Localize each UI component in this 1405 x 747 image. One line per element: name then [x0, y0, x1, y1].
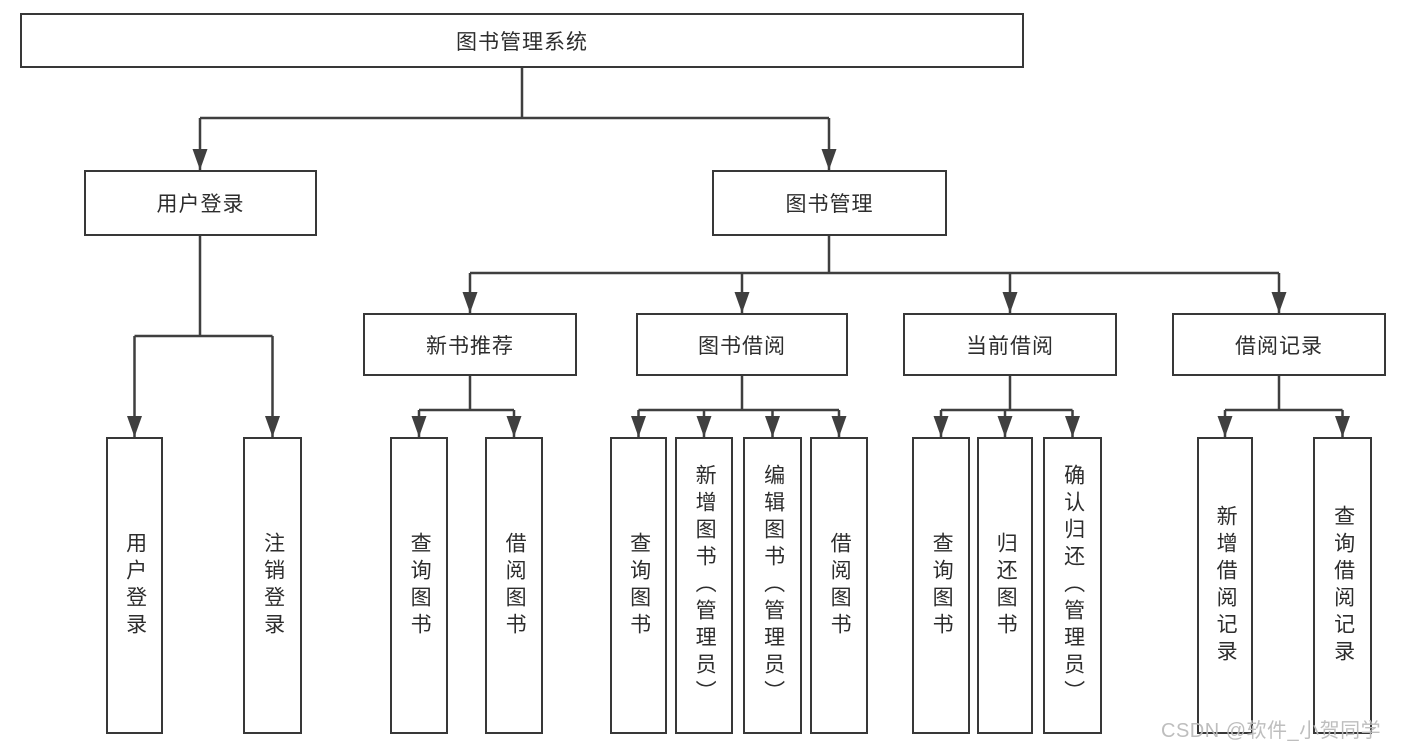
leaf-confirm-return-admin-label: 确认归还（管理员） [1061, 464, 1085, 707]
node-borrowing-records: 借阅记录 [1172, 313, 1386, 376]
node-user-login: 用户登录 [84, 170, 317, 236]
node-root-label: 图书管理系统 [456, 30, 588, 54]
leaf-query-books-recommend-label: 查询图书 [408, 531, 432, 640]
leaf-query-books-recommend: 查询图书 [390, 437, 448, 734]
leaf-user-login-label: 用户登录 [123, 531, 147, 640]
tree-edges [133, 68, 1344, 437]
leaf-logout: 注销登录 [243, 437, 302, 734]
leaf-add-books-admin: 新增图书（管理员） [675, 437, 733, 734]
leaf-return-books-label: 归还图书 [994, 531, 1018, 640]
leaf-query-borrow-record: 查询借阅记录 [1313, 437, 1372, 734]
node-new-book-recommendation-label: 新书推荐 [426, 334, 514, 358]
node-book-management-label: 图书管理 [785, 193, 874, 216]
node-book-borrowing: 图书借阅 [636, 313, 848, 376]
leaf-query-books-current: 查询图书 [912, 437, 970, 734]
leaf-borrow-books-recommend: 借阅图书 [485, 437, 543, 734]
leaf-user-login: 用户登录 [106, 437, 163, 734]
leaf-return-books: 归还图书 [977, 437, 1033, 734]
watermark: CSDN @软件_小贺同学 [1161, 720, 1382, 742]
arrowhead-icons [127, 149, 1350, 437]
leaf-add-borrow-record: 新增借阅记录 [1197, 437, 1253, 734]
node-borrowing-records-label: 借阅记录 [1235, 334, 1323, 358]
leaf-query-books-borrow: 查询图书 [610, 437, 667, 734]
node-current-borrowing-label: 当前借阅 [966, 334, 1054, 358]
leaf-borrow-books-recommend-label: 借阅图书 [503, 531, 527, 640]
node-new-book-recommendation: 新书推荐 [363, 313, 577, 376]
leaf-add-books-admin-label: 新增图书（管理员） [693, 464, 717, 707]
node-current-borrowing: 当前借阅 [903, 313, 1117, 376]
leaf-add-borrow-record-label: 新增借阅记录 [1214, 504, 1238, 667]
node-root: 图书管理系统 [20, 13, 1024, 68]
leaf-query-books-borrow-label: 查询图书 [627, 531, 651, 640]
leaf-query-books-current-label: 查询图书 [930, 531, 954, 640]
leaf-logout-label: 注销登录 [261, 531, 285, 640]
leaf-edit-books-admin-label: 编辑图书（管理员） [761, 464, 785, 707]
node-book-management: 图书管理 [712, 170, 947, 236]
node-user-login-label: 用户登录 [156, 193, 245, 216]
leaf-borrow-books: 借阅图书 [810, 437, 868, 734]
node-book-borrowing-label: 图书借阅 [698, 334, 786, 358]
leaf-confirm-return-admin: 确认归还（管理员） [1043, 437, 1102, 734]
leaf-borrow-books-label: 借阅图书 [828, 531, 852, 640]
leaf-edit-books-admin: 编辑图书（管理员） [743, 437, 802, 734]
leaf-query-borrow-record-label: 查询借阅记录 [1331, 504, 1355, 667]
